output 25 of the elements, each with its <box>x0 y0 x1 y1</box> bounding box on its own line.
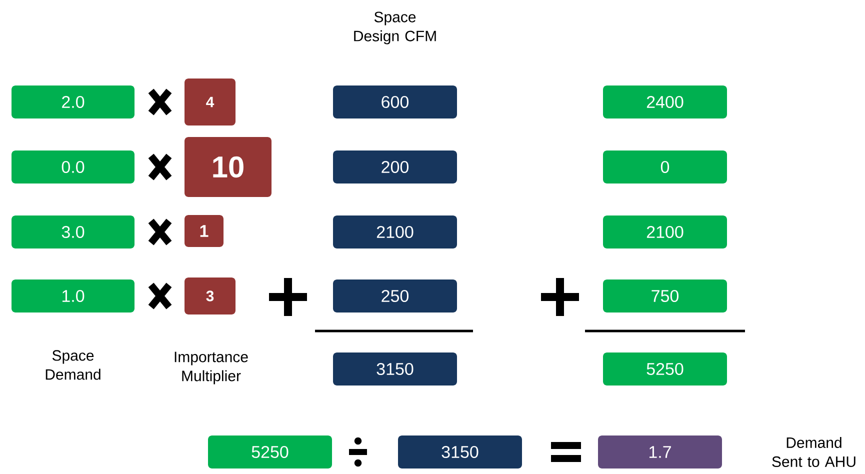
value-box: 2.0 <box>12 86 134 118</box>
value-box: 3 <box>184 278 236 314</box>
caption-text: Space Design CFM <box>354 12 436 44</box>
value-box: 250 <box>333 280 457 312</box>
value-box: 10 <box>184 137 272 197</box>
caption-text: Space Demand <box>46 350 100 380</box>
value-box: 750 <box>603 280 727 312</box>
value-box: 2100 <box>333 216 457 248</box>
value-box: 3150 <box>398 436 522 468</box>
value-box: 1 <box>184 215 224 247</box>
value-box: 1.7 <box>598 436 722 468</box>
value-box: 2100 <box>603 216 727 248</box>
value-box: 0.0 <box>12 150 134 184</box>
value-box: 3150 <box>333 352 457 386</box>
value-box: 5250 <box>603 352 727 386</box>
value-box: 0 <box>603 150 727 184</box>
caption-text: Demand Sent to AHU <box>772 436 856 467</box>
caption-text: Importance Multiplier <box>174 352 248 384</box>
value-box: 200 <box>333 150 457 184</box>
value-box: 2400 <box>603 86 727 118</box>
value-box: 3.0 <box>12 216 134 248</box>
value-box: 600 <box>333 86 457 118</box>
value-box: 5250 <box>208 436 332 468</box>
value-box: 4 <box>184 78 236 126</box>
value-box: 1.0 <box>12 280 134 312</box>
